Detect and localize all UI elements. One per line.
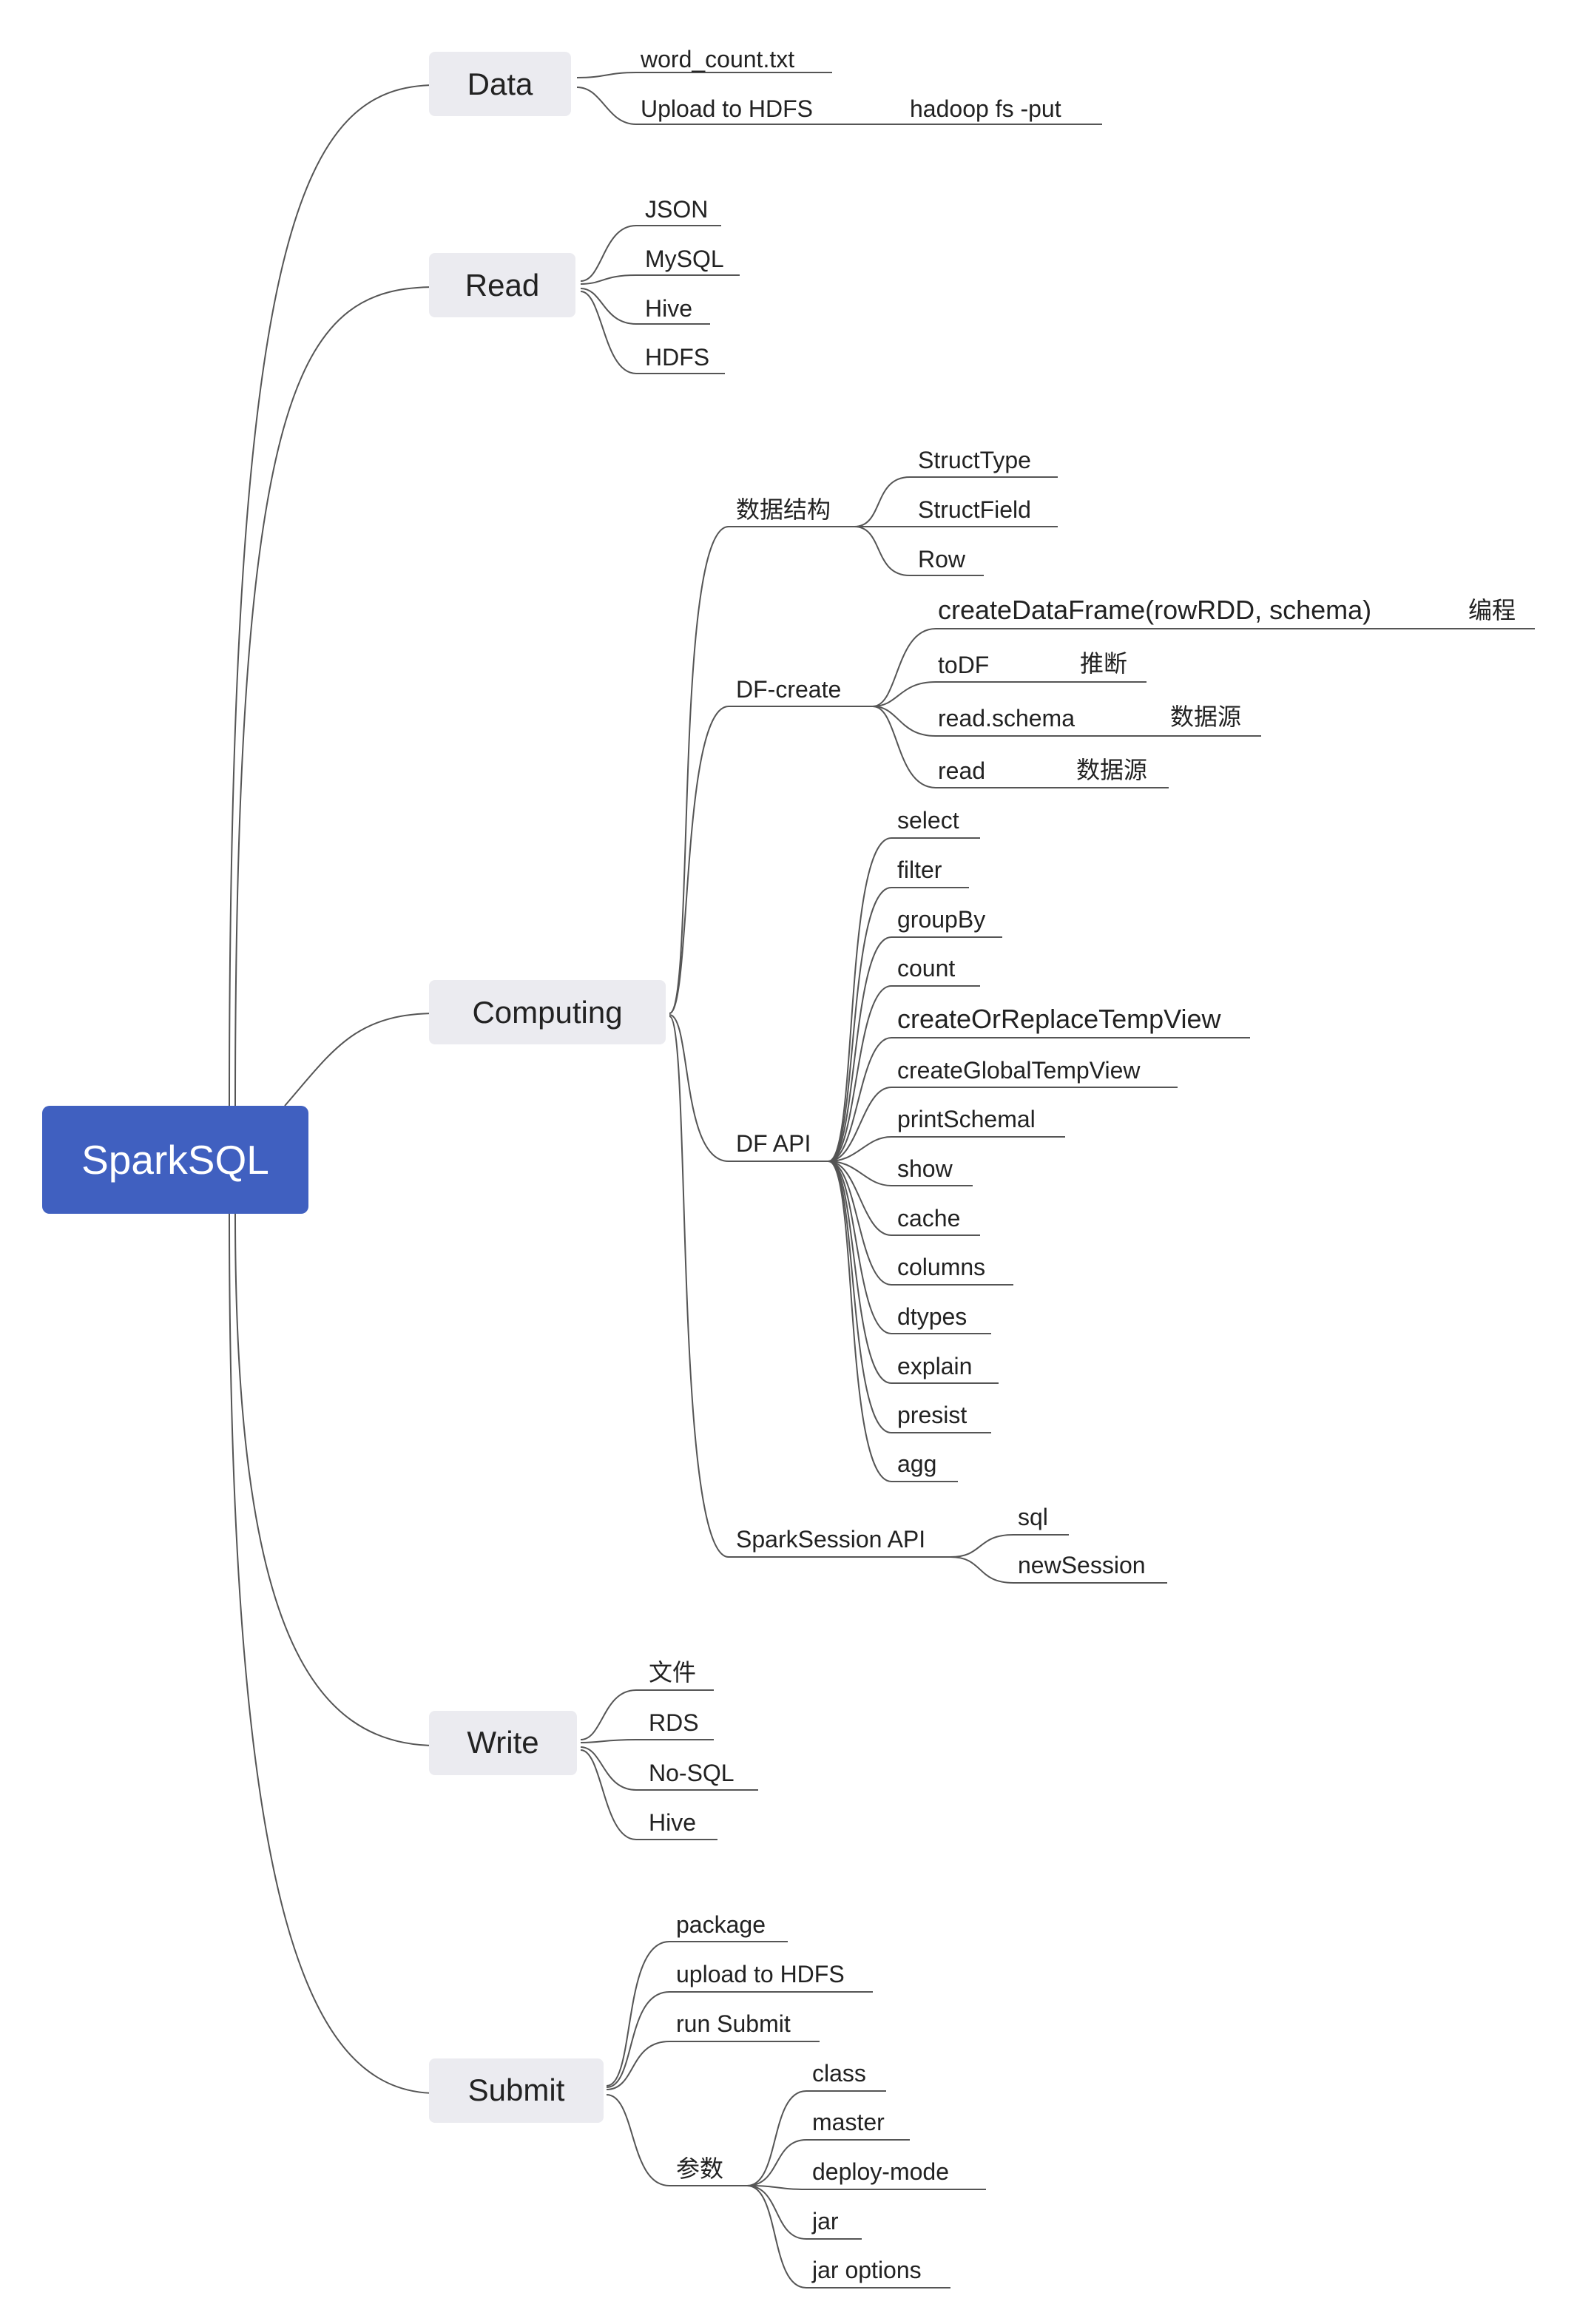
node-read-json[interactable]: JSON — [645, 196, 708, 223]
node-structtype[interactable]: StructType — [918, 447, 1031, 473]
branch-write-label: Write — [467, 1725, 538, 1760]
node-upload-to-hdfs[interactable]: upload to HDFS — [676, 1961, 845, 1987]
node-hadoop-put[interactable]: hadoop fs -put — [910, 95, 1061, 122]
node-df-api[interactable]: DF API — [736, 1130, 811, 1157]
node-agg[interactable]: agg — [897, 1450, 936, 1477]
node-params[interactable]: 参数 — [676, 2155, 723, 2182]
node-count[interactable]: count — [897, 955, 955, 982]
node-presist[interactable]: presist — [897, 1402, 967, 1428]
connectors — [229, 72, 1014, 2288]
node-param-jar[interactable]: jar — [811, 2208, 839, 2235]
node-row[interactable]: Row — [918, 546, 966, 572]
node-groupby[interactable]: groupBy — [897, 906, 985, 933]
node-param-master[interactable]: master — [812, 2109, 885, 2135]
node-upload-hdfs[interactable]: Upload to HDFS — [641, 95, 813, 122]
branch-computing[interactable]: Computing — [429, 980, 666, 1044]
node-read[interactable]: read — [938, 757, 985, 784]
node-param-class[interactable]: class — [812, 2060, 866, 2087]
root-node[interactable]: SparkSQL — [42, 1106, 308, 1214]
node-param-jar-options[interactable]: jar options — [811, 2257, 922, 2283]
branch-submit-label: Submit — [468, 2073, 565, 2107]
node-createglobaltempview[interactable]: createGlobalTempView — [897, 1057, 1141, 1084]
branch-data[interactable]: Data — [429, 52, 571, 116]
node-read-mysql[interactable]: MySQL — [645, 246, 724, 272]
node-createorreplacetempview[interactable]: createOrReplaceTempView — [897, 1004, 1222, 1034]
node-dtypes[interactable]: dtypes — [897, 1303, 967, 1330]
node-columns[interactable]: columns — [897, 1254, 985, 1280]
root-label: SparkSQL — [81, 1137, 269, 1183]
node-read-note: 数据源 — [1076, 757, 1147, 783]
node-show[interactable]: show — [897, 1155, 953, 1182]
node-write-nosql[interactable]: No-SQL — [649, 1760, 735, 1786]
underlines — [636, 72, 1535, 2288]
node-data-structure[interactable]: 数据结构 — [736, 496, 831, 523]
node-read-schema-note: 数据源 — [1170, 703, 1241, 730]
node-write-hive[interactable]: Hive — [649, 1809, 696, 1836]
node-param-deploy-mode[interactable]: deploy-mode — [812, 2158, 949, 2185]
node-select[interactable]: select — [897, 807, 959, 834]
node-df-create[interactable]: DF-create — [736, 676, 841, 703]
node-read-hive[interactable]: Hive — [645, 295, 692, 322]
node-todf-note: 推断 — [1080, 650, 1127, 677]
branch-read[interactable]: Read — [429, 253, 575, 317]
node-printschemal[interactable]: printSchemal — [897, 1106, 1036, 1132]
node-newsession[interactable]: newSession — [1018, 1552, 1146, 1578]
node-run-submit[interactable]: run Submit — [676, 2010, 791, 2037]
node-createdataframe-note: 编程 — [1468, 597, 1516, 624]
branch-data-label: Data — [467, 67, 533, 101]
node-structfield[interactable]: StructField — [918, 496, 1031, 523]
branch-submit[interactable]: Submit — [429, 2058, 604, 2123]
node-read-hdfs[interactable]: HDFS — [645, 344, 709, 371]
node-read-schema[interactable]: read.schema — [938, 705, 1075, 732]
node-sql[interactable]: sql — [1018, 1504, 1048, 1530]
node-cache[interactable]: cache — [897, 1205, 960, 1232]
node-explain[interactable]: explain — [897, 1353, 972, 1379]
node-createdataframe[interactable]: createDataFrame(rowRDD, schema) — [938, 595, 1371, 625]
branch-read-label: Read — [465, 268, 539, 303]
node-write-rds[interactable]: RDS — [649, 1709, 699, 1736]
df-api-connectors — [828, 837, 892, 1482]
node-sparksession-api[interactable]: SparkSession API — [736, 1526, 925, 1553]
branch-computing-label: Computing — [472, 995, 622, 1030]
branch-write[interactable]: Write — [429, 1711, 577, 1775]
node-package[interactable]: package — [676, 1911, 766, 1938]
node-write-file[interactable]: 文件 — [649, 1659, 696, 1686]
node-word-count[interactable]: word_count.txt — [640, 46, 794, 72]
node-todf[interactable]: toDF — [938, 652, 989, 678]
node-filter[interactable]: filter — [897, 857, 942, 883]
